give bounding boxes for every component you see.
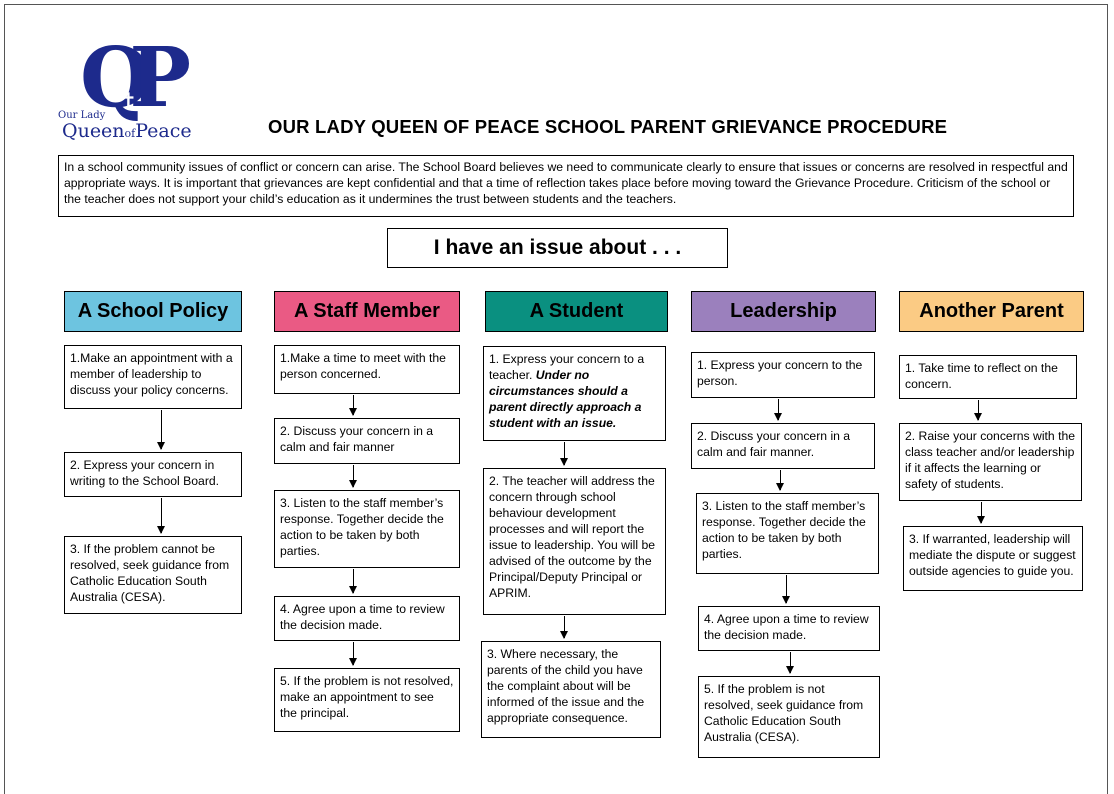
category-student: A Student	[485, 291, 668, 332]
logo-name-part2: Peace	[135, 120, 192, 142]
another-parent-step-3: 3. If warranted, leadership will mediate…	[903, 526, 1083, 591]
logo-name-part1: Queen	[62, 120, 125, 142]
staff-member-step-1: 1.Make a time to meet with the person co…	[274, 345, 460, 394]
page-frame	[4, 4, 1108, 794]
category-staff-member: A Staff Member	[274, 291, 460, 332]
student-step-1-text: 1. Express your concern to a teacher.	[489, 352, 645, 382]
staff-member-step-4: 4. Agree upon a time to review the decis…	[274, 596, 460, 641]
school-policy-step-3: 3. If the problem cannot be resolved, se…	[64, 536, 242, 614]
arrow-icon	[349, 395, 357, 416]
another-parent-step-2: 2. Raise your concerns with the class te…	[899, 423, 1082, 501]
arrow-icon	[349, 569, 357, 594]
staff-member-step-5: 5. If the problem is not resolved, make …	[274, 668, 460, 732]
category-school-policy: A School Policy	[64, 291, 242, 332]
leadership-step-5: 5. If the problem is not resolved, seek …	[698, 676, 880, 758]
arrow-icon	[560, 442, 568, 466]
staff-member-step-3: 3. Listen to the staff member’s response…	[274, 490, 460, 568]
logo-name-of: of	[124, 127, 136, 140]
arrow-icon	[349, 465, 357, 488]
student-step-3: 3. Where necessary, the parents of the c…	[481, 641, 661, 738]
page-title: OUR LADY QUEEN OF PEACE SCHOOL PARENT GR…	[268, 116, 948, 137]
leadership-step-4: 4. Agree upon a time to review the decis…	[698, 606, 880, 651]
issue-heading: I have an issue about . . .	[387, 228, 728, 268]
intro-paragraph: In a school community issues of conflict…	[58, 155, 1074, 217]
cross-icon: ✝	[120, 88, 137, 112]
arrow-icon	[349, 642, 357, 666]
arrow-icon	[974, 400, 982, 421]
arrow-icon	[782, 575, 790, 604]
leadership-step-2: 2. Discuss your concern in a calm and fa…	[691, 423, 875, 469]
arrow-icon	[786, 652, 794, 674]
logo-small-text: Our Lady	[58, 110, 106, 121]
another-parent-step-1: 1. Take time to reflect on the concern.	[899, 355, 1077, 399]
category-another-parent: Another Parent	[899, 291, 1084, 332]
student-step-2: 2. The teacher will address the concern …	[483, 468, 666, 615]
leadership-step-3: 3. Listen to the staff member’s response…	[696, 493, 879, 574]
arrow-icon	[560, 616, 568, 639]
arrow-icon	[157, 410, 165, 450]
staff-member-step-2: 2. Discuss your concern in a calm and fa…	[274, 418, 460, 464]
arrow-icon	[774, 399, 782, 421]
student-step-1-emphasis: Under no circumstances should a parent d…	[489, 368, 642, 430]
school-policy-step-1: 1.Make an appointment with a member of l…	[64, 345, 242, 409]
school-logo: QP ✝ Our Lady QueenofPeace	[56, 37, 196, 142]
arrow-icon	[776, 470, 784, 491]
leadership-step-1: 1. Express your concern to the person.	[691, 352, 875, 398]
student-step-1: 1. Express your concern to a teacher. Un…	[483, 346, 666, 441]
arrow-icon	[977, 502, 985, 524]
category-leadership: Leadership	[691, 291, 876, 332]
school-policy-step-2: 2. Express your concern in writing to th…	[64, 452, 242, 497]
logo-name: QueenofPeace	[62, 120, 192, 142]
arrow-icon	[157, 498, 165, 534]
